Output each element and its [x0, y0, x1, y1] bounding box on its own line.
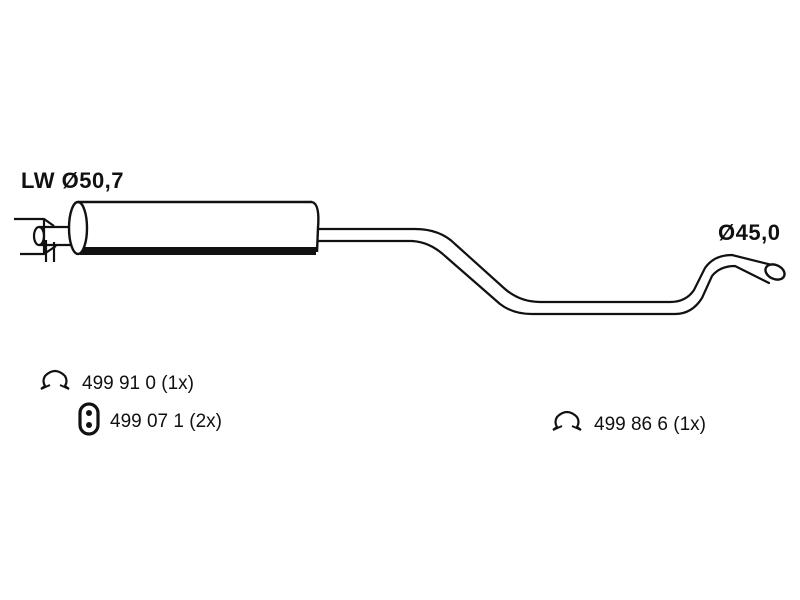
inlet-diameter-label: LW Ø50,7	[21, 168, 125, 193]
clamp-icon	[38, 369, 72, 398]
tail-pipe	[316, 227, 774, 316]
part-row-1: 499 91 0 (1x)	[38, 369, 194, 398]
silencer-body	[67, 200, 320, 256]
part-number-text: 499 86 6 (1x)	[594, 413, 706, 435]
part-number-text: 499 07 1 (2x)	[110, 410, 222, 432]
outlet-diameter-label: Ø45,0	[718, 220, 781, 245]
part-row-2: 499 07 1 (2x)	[78, 402, 222, 441]
part-row-3: 499 86 6 (1x)	[550, 410, 706, 439]
clamp-icon	[550, 410, 584, 439]
rubber-mount-icon	[78, 402, 100, 441]
outlet-end	[764, 263, 786, 281]
part-number-text: 499 91 0 (1x)	[82, 372, 194, 394]
